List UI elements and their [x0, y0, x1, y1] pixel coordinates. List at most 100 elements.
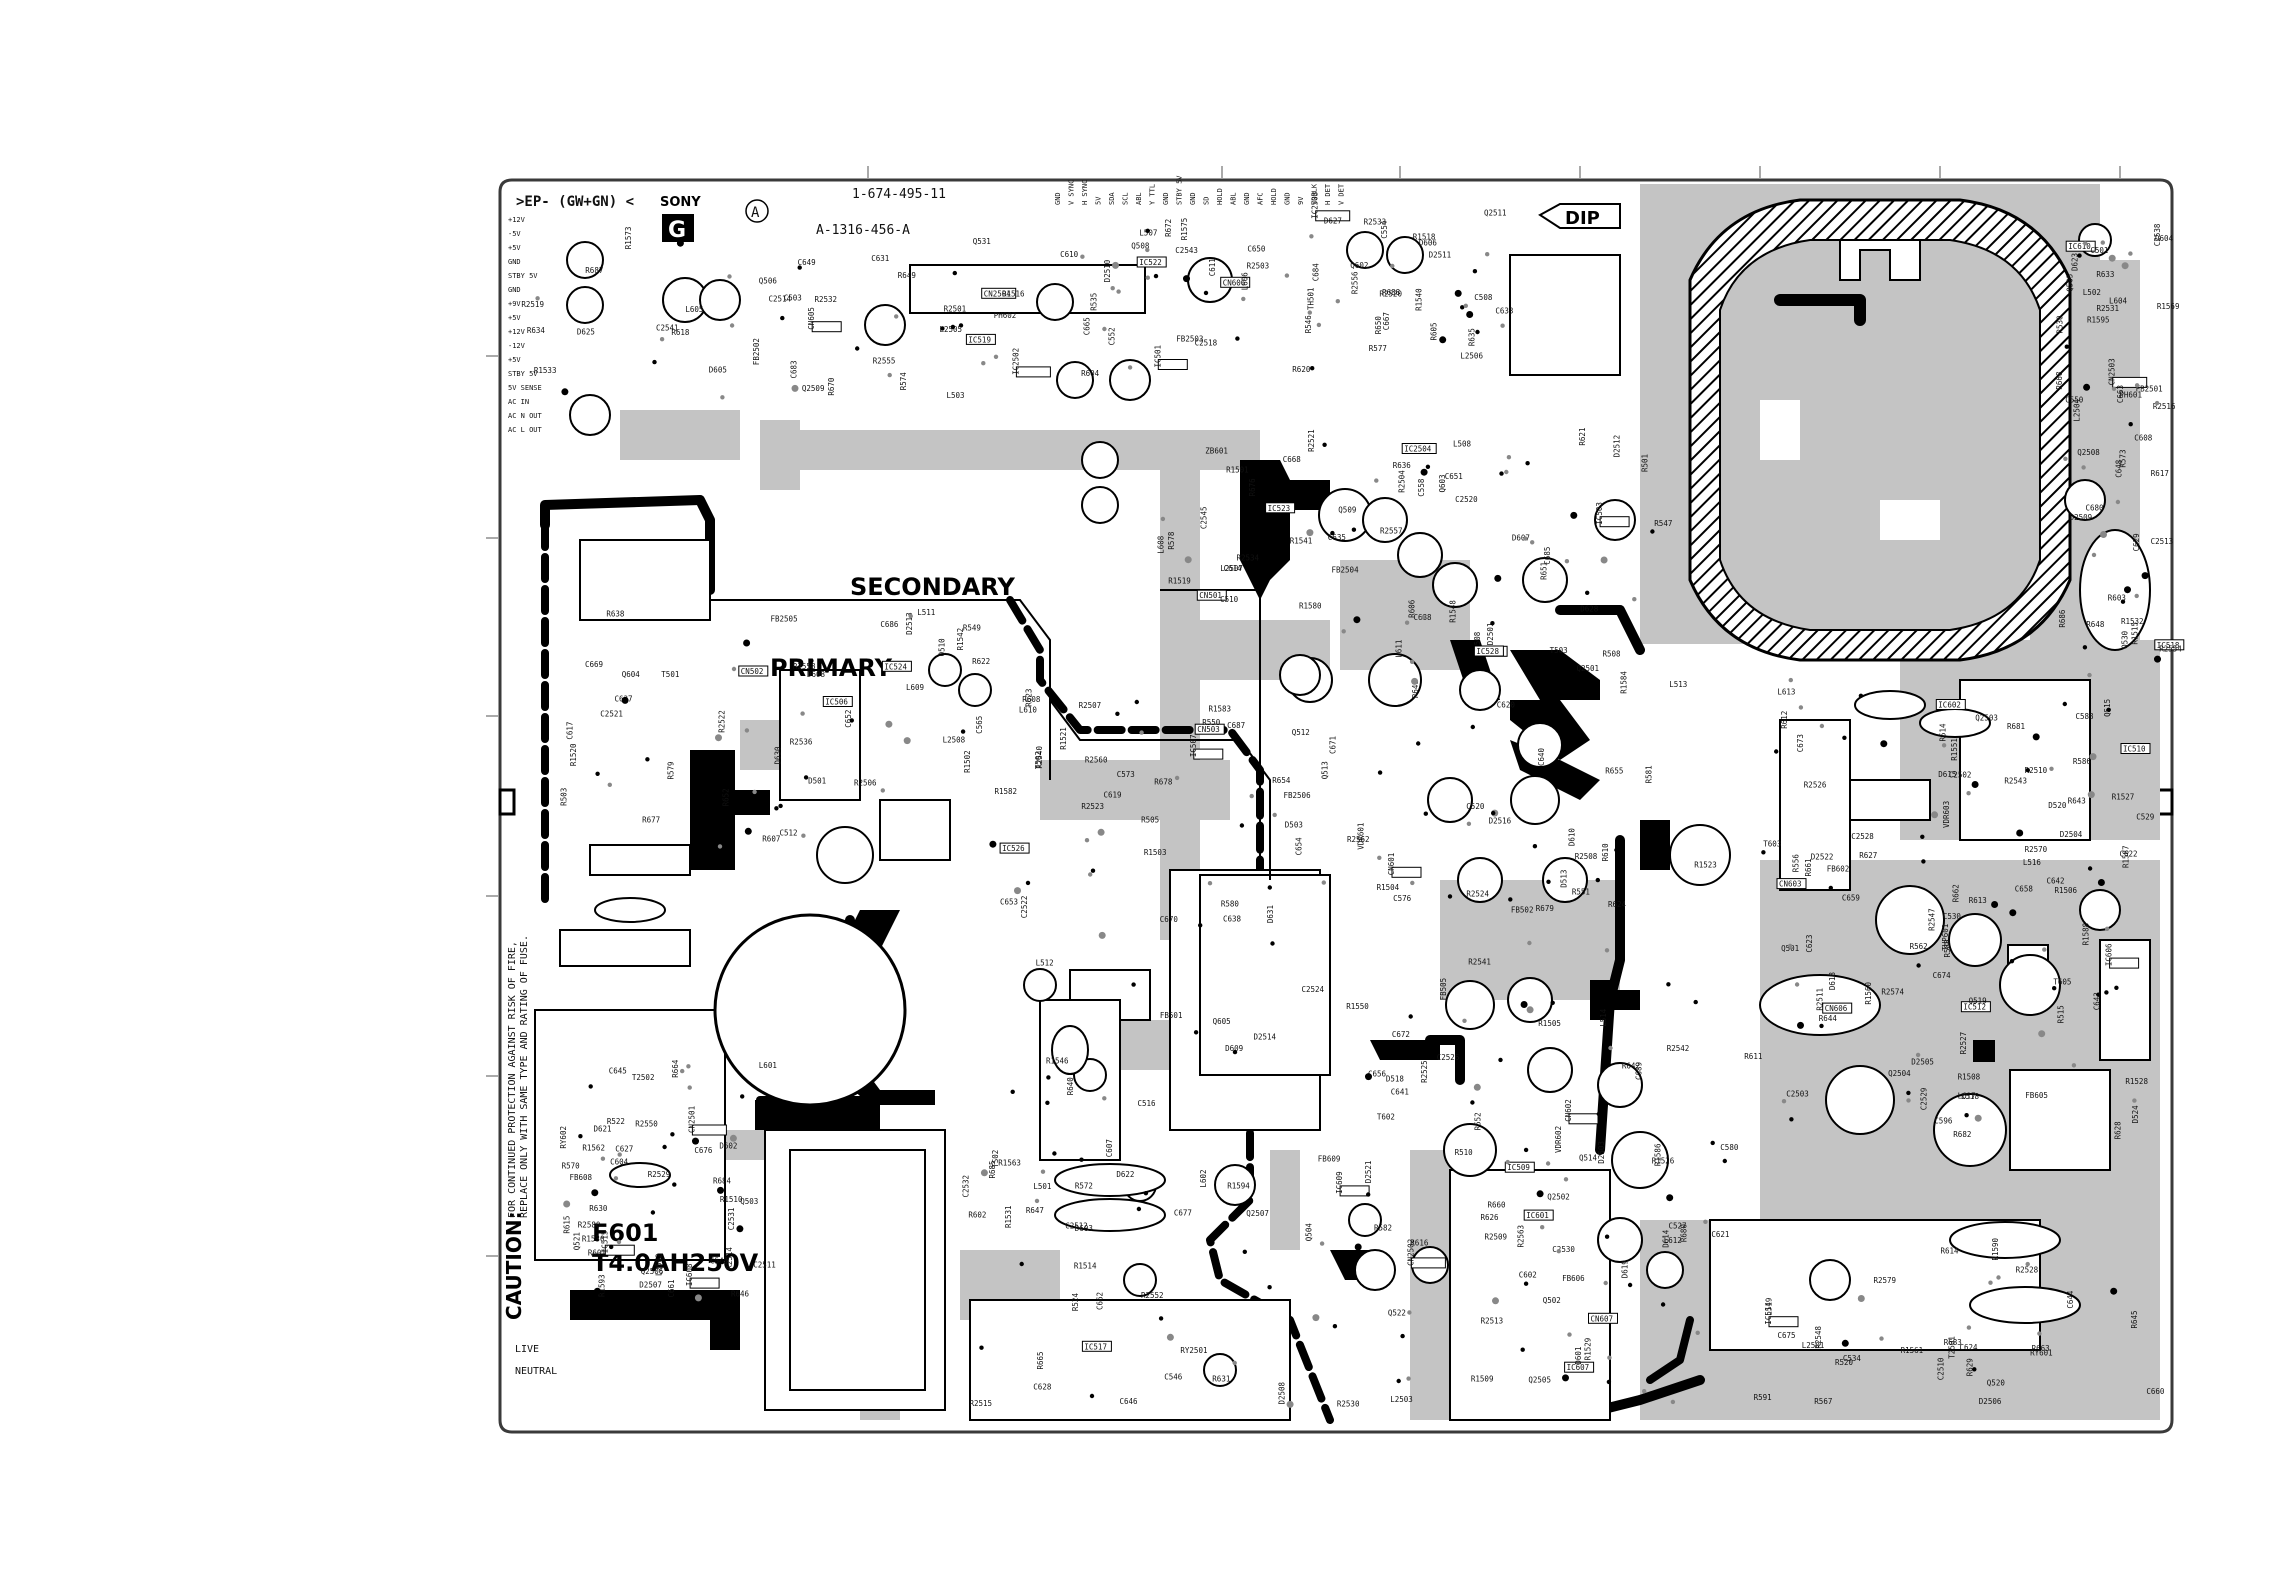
solder-pad [1858, 693, 1864, 698]
solder-pad [1470, 724, 1476, 730]
ref-label: D630 [774, 746, 783, 765]
ref-label: L609 [906, 683, 924, 692]
primary-label: PRIMARY [770, 654, 893, 682]
ref-label: C684 [1312, 263, 1321, 282]
solder-pad [780, 315, 785, 321]
ref-label: R2508 [1575, 852, 1598, 861]
left-pin-label: AC IN [508, 398, 529, 406]
ref-label: R663 [2032, 1344, 2050, 1353]
solder-pad [1842, 735, 1847, 740]
ref-label: Q2511 [1484, 209, 1507, 218]
ref-label: C648 [2114, 459, 2123, 478]
solder-pad [803, 775, 809, 780]
ref-label: R1595 [2087, 316, 2110, 325]
solder-pad [2097, 879, 2105, 886]
solder-pad [880, 788, 885, 793]
ref-label: R1541 [1290, 537, 1313, 546]
ref-label: D2509 [2070, 513, 2093, 522]
solder-pad [1184, 556, 1192, 564]
left-pin-label: +5V [508, 314, 521, 322]
ref-label-box [1136, 256, 1167, 268]
bulk-capacitor [713, 799, 951, 1107]
solder-pad [1174, 775, 1180, 781]
ref-label: R642 [1622, 1061, 1640, 1070]
solder-pad [1466, 311, 1474, 318]
solder-pad [1145, 228, 1150, 233]
ref-label: R508 [1603, 649, 1622, 658]
ref-label: R2501 [944, 305, 967, 314]
ref-label: C607 [1105, 1139, 1114, 1157]
solder-pad [1781, 1099, 1787, 1104]
solder-pad [1567, 1332, 1572, 1337]
solder-pad [1407, 1310, 1412, 1315]
solder-pad [1351, 527, 1357, 532]
solder-pad [720, 395, 725, 400]
ref-label: L503 [947, 391, 965, 400]
solder-pad [1267, 1285, 1272, 1290]
ref-label: R1587 [2121, 845, 2130, 868]
solder-pad [887, 372, 892, 378]
solder-pad [662, 1144, 667, 1150]
solder-pad [1787, 943, 1793, 949]
solder-pad [2111, 386, 2117, 391]
ref-label: R1542 [956, 628, 965, 651]
solder-pad [1232, 1049, 1238, 1055]
ref-label: R586 [2073, 757, 2092, 766]
solder-pad [1310, 366, 1315, 371]
ref-label: R2524 [1466, 889, 1489, 898]
ref-label: R624 [1608, 900, 1627, 909]
ref-label: D2506 [1979, 1397, 2002, 1406]
solder-pad [736, 1225, 744, 1233]
ref-label: D2514 [1254, 1033, 1277, 1042]
solder-pad [2049, 766, 2054, 771]
solder-pad [1307, 310, 1313, 315]
ref-label: C2528 [1851, 832, 1874, 841]
ref-label: R1580 [1299, 601, 1322, 610]
solder-pad [1462, 1018, 1467, 1023]
solder-pad [1966, 791, 1971, 796]
caution-label: CAUTION: [502, 1211, 526, 1320]
solder-pad [1499, 471, 1504, 476]
ref-label: CN2502 [1406, 1239, 1415, 1266]
ref-label: R1533 [534, 366, 557, 375]
solder-pad [1377, 770, 1383, 775]
solder-pad [1972, 1367, 1977, 1372]
ref-label: R2570 [2025, 845, 2048, 854]
solder-pad [1090, 868, 1096, 873]
ref-label: R1582 [995, 787, 1018, 796]
top-pin-label: GND [1284, 192, 1292, 205]
solder-pad [686, 1064, 691, 1069]
solder-pad [1722, 1158, 1728, 1164]
ref-label: Q530 [2121, 630, 2130, 649]
ref-label: R615 [562, 1216, 571, 1234]
ref-label: R1514 [1074, 1262, 1097, 1271]
ref-label: C680 [2086, 504, 2105, 513]
ref-label: IC609 [1335, 1171, 1344, 1194]
ref-label: R552 [1474, 1112, 1483, 1130]
solder-pad [1604, 948, 1610, 953]
ref-label: R2520 [1379, 289, 1402, 298]
ref-label: R1550 [1346, 1002, 1369, 1011]
ref-label: C652 [844, 710, 853, 728]
ref-label: R641 [1411, 680, 1420, 698]
solder-pad [1540, 1225, 1545, 1230]
solder-pad [1235, 336, 1240, 341]
ref-label: IC506 [825, 698, 848, 707]
solder-pad [1695, 1330, 1700, 1336]
solder-pad [600, 1156, 606, 1161]
solder-pad [729, 1134, 737, 1142]
solder-pad [952, 270, 957, 276]
ref-label: R570 [562, 1161, 581, 1170]
solder-pad [958, 323, 964, 328]
solder-pad [1390, 263, 1395, 269]
solder-pad [752, 789, 757, 795]
ref-label: L613 [1777, 687, 1795, 696]
ref-label: C2521 [600, 709, 623, 718]
solder-pad [1425, 464, 1431, 469]
ref-label: T2502 [632, 1073, 655, 1082]
ref-label: FB505 [1439, 978, 1448, 1001]
ref-label: IC509 [1507, 1163, 1530, 1172]
ref-label: Q521 [573, 1232, 582, 1250]
ref-label: FB602 [1827, 864, 1850, 873]
ref-label: T605 [2053, 977, 2071, 986]
